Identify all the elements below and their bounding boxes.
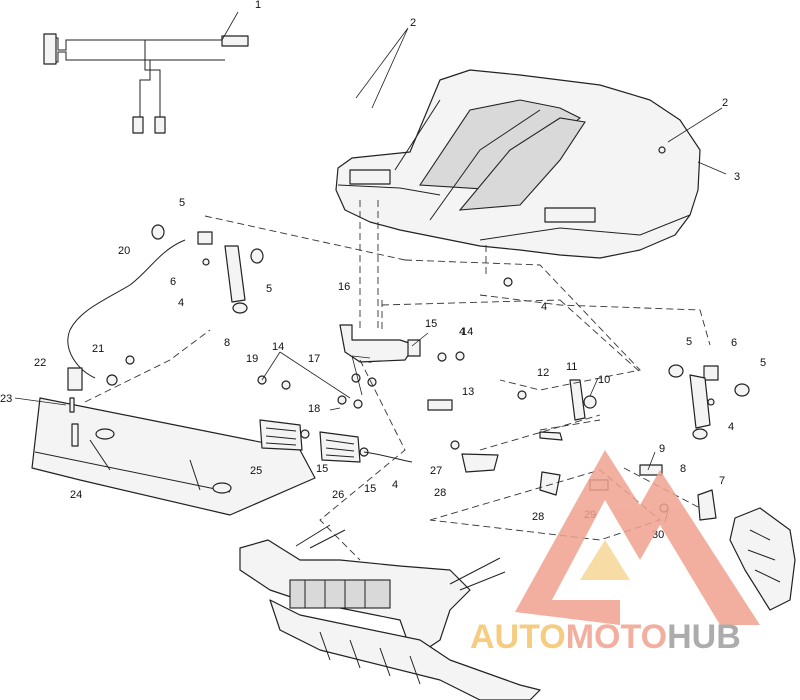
watermark-inner-mark — [580, 540, 630, 580]
callout-8b: 8 — [680, 463, 686, 475]
cable — [67, 239, 186, 379]
callout-4e: 4 — [459, 326, 465, 338]
adjuster — [67, 355, 135, 391]
headlight-right — [319, 431, 413, 463]
wiring-harness — [43, 33, 249, 134]
watermark-text: AUTOMOTOHUB — [470, 618, 741, 656]
watermark-hub: HUB — [667, 618, 741, 656]
leader-lines — [14, 11, 727, 523]
callout-28b: 28 — [532, 511, 544, 523]
callout-28a: 28 — [434, 487, 446, 499]
callout-13: 13 — [462, 386, 474, 398]
callout-18: 18 — [308, 403, 320, 415]
callout-14b: 14 — [461, 326, 473, 338]
callout-6b: 6 — [731, 337, 737, 349]
callout-5d: 5 — [760, 357, 766, 369]
front-grille-bumper — [239, 524, 541, 700]
callout-2b: 2 — [722, 97, 728, 109]
callout-4b: 4 — [541, 301, 547, 313]
callout-27: 27 — [430, 465, 442, 477]
callout-labels: 1 2 2 3 4 4 4 4 4 5 5 5 5 6 6 7 8 8 9 10… — [0, 0, 766, 541]
right-fender-piece — [729, 507, 796, 611]
callout-6a: 6 — [170, 276, 176, 288]
callout-8a: 8 — [224, 337, 230, 349]
callout-23: 23 — [0, 393, 12, 405]
callout-4a: 4 — [178, 297, 184, 309]
callout-11: 11 — [566, 361, 577, 373]
callout-12: 12 — [537, 367, 549, 379]
callout-5b: 5 — [266, 283, 272, 295]
headlight-left — [259, 419, 310, 451]
callout-25: 25 — [250, 465, 262, 477]
callout-10: 10 — [598, 374, 610, 386]
watermark-moto: MOTO — [566, 618, 667, 656]
callout-4c: 4 — [728, 421, 734, 433]
watermark-logo: AUTOMOTOHUB — [470, 450, 760, 656]
right-headlight-bracket — [668, 364, 750, 440]
center-mount-bracket — [339, 324, 453, 411]
callout-4d: 4 — [392, 479, 398, 491]
left-headlight-bracket — [151, 224, 264, 314]
callout-5c: 5 — [686, 336, 692, 348]
callout-21: 21 — [92, 343, 104, 355]
callout-9: 9 — [659, 443, 665, 455]
callout-20: 20 — [118, 245, 130, 257]
watermark-triangle-mark — [515, 450, 760, 625]
callout-16: 16 — [338, 281, 350, 293]
callout-26: 26 — [332, 489, 344, 501]
callout-1: 1 — [255, 0, 261, 11]
callout-22: 22 — [34, 357, 46, 369]
callout-3: 3 — [734, 171, 740, 183]
callout-15c: 15 — [364, 483, 376, 495]
callout-19: 19 — [246, 353, 258, 365]
hood-panel — [335, 69, 701, 259]
callout-2a: 2 — [410, 17, 416, 29]
callout-17: 17 — [308, 353, 320, 365]
callout-7: 7 — [719, 475, 725, 487]
callout-14a: 14 — [272, 341, 284, 353]
callout-15a: 15 — [425, 318, 437, 330]
callout-15b: 15 — [316, 463, 328, 475]
watermark-auto: AUTO — [470, 618, 566, 656]
callout-24: 24 — [70, 489, 82, 501]
callout-5a: 5 — [179, 197, 185, 209]
front-lower-panel — [31, 397, 316, 516]
